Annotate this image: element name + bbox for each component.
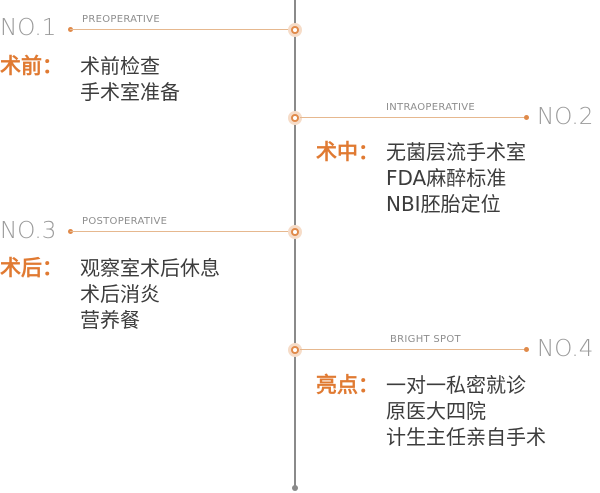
list-item: 计生主任亲自手术 [386, 425, 546, 449]
list-item: 无菌层流手术室 [386, 140, 526, 164]
step-english-label: INTRAOPERATIVE [386, 102, 475, 113]
step-english-label: BRIGHT SPOT [390, 334, 461, 345]
step-english-label: POSTOPERATIVE [82, 216, 168, 227]
timeline-node [288, 23, 302, 37]
step-items: 一对一私密就诊 原医大四院 计生主任亲自手术 [386, 372, 546, 450]
list-item: 术前检查 [80, 54, 160, 78]
step-items: 术前检查 手术室准备 [80, 53, 180, 105]
step-number: NO.4 [537, 336, 594, 362]
timeline-node [288, 111, 302, 125]
list-item: 原医大四院 [386, 399, 486, 423]
step-number: NO.3 [0, 218, 57, 244]
step-heading: 术前： [0, 54, 63, 78]
step-heading: 术后： [0, 256, 63, 280]
list-item: 术后消炎 [80, 282, 160, 306]
step-number: NO.1 [0, 15, 57, 41]
step-english-label: PREOPERATIVE [82, 14, 160, 25]
connector-end-dot [524, 115, 529, 120]
step-heading: 亮点： [316, 373, 379, 397]
step-heading: 术中： [316, 140, 379, 164]
step-items: 无菌层流手术室 FDA麻醉标准 NBI胚胎定位 [386, 139, 526, 217]
connector-line [70, 29, 290, 30]
step-number: NO.2 [537, 104, 594, 130]
list-item: FDA麻醉标准 [386, 166, 507, 190]
timeline-node [288, 225, 302, 239]
connector-end-dot [524, 347, 529, 352]
list-item: 营养餐 [80, 308, 140, 332]
connector-line [70, 231, 290, 232]
connector-line [300, 349, 526, 350]
list-item: 一对一私密就诊 [386, 373, 526, 397]
timeline-axis-end [292, 485, 298, 491]
list-item: NBI胚胎定位 [386, 192, 501, 216]
list-item: 观察室术后休息 [80, 256, 220, 280]
step-items: 观察室术后休息 术后消炎 营养餐 [80, 255, 220, 333]
timeline-node [288, 343, 302, 357]
connector-line [300, 117, 526, 118]
timeline-axis [294, 0, 296, 488]
list-item: 手术室准备 [80, 80, 180, 104]
